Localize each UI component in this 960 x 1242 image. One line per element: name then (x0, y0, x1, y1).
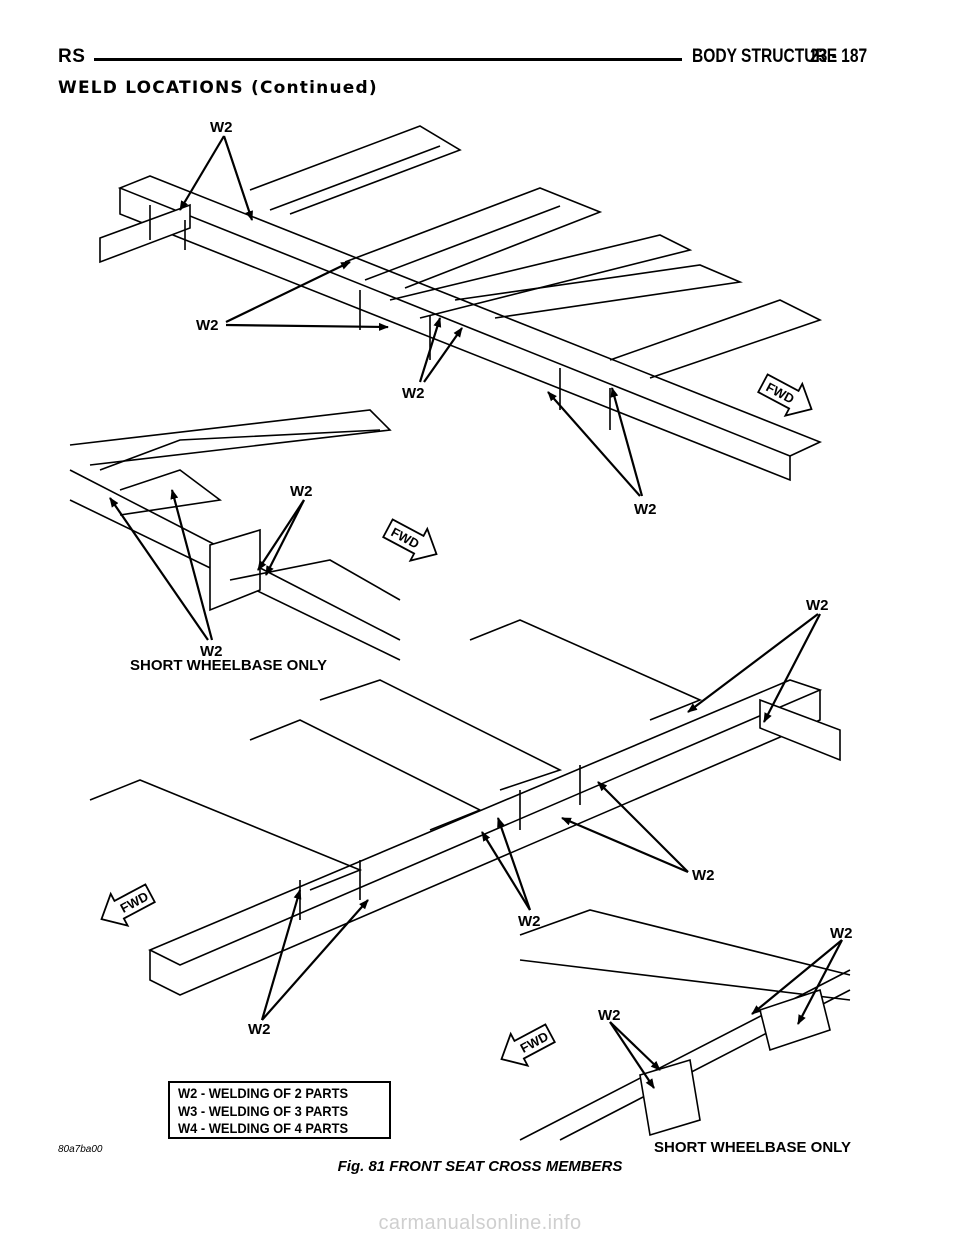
frame-drawing-bottom (89, 619, 841, 996)
callout-w2: W2 (830, 925, 853, 942)
fwd-arrow-2: FWD (382, 518, 438, 562)
callout-w2: W2 (248, 1021, 271, 1038)
header-page-number: 23 - 187 (810, 46, 868, 67)
callout-w2: W2 (692, 867, 715, 884)
fwd-arrow-3: FWD (100, 883, 156, 927)
frame-drawing-top (99, 125, 823, 482)
callout-w2: W2 (598, 1007, 621, 1024)
callout-w2: W2 (290, 483, 313, 500)
callout-w2: W2 (200, 643, 223, 660)
section-title: WELD LOCATIONS (Continued) (58, 78, 378, 98)
legend-line-w4: W4 - WELDING OF 4 PARTS (178, 1120, 349, 1136)
fwd-arrow-4: FWD (500, 1023, 556, 1067)
figure-caption: Fig. 81 FRONT SEAT CROSS MEMBERS (337, 1158, 623, 1175)
weld-callout-arrows (109, 135, 843, 1089)
header-section-code: RS (58, 46, 86, 67)
callout-w2: W2 (518, 913, 541, 930)
callout-w2: W2 (806, 597, 829, 614)
callout-w2: W2 (196, 317, 219, 334)
weld-legend: W2 - WELDING OF 2 PARTS W3 - WELDING OF … (168, 1081, 391, 1139)
figure-id: 80a7ba00 (58, 1144, 103, 1155)
page-header: RS BODY STRUCTURE 23 - 187 (58, 46, 878, 70)
watermark: carmanualsonline.info (378, 1212, 582, 1234)
weld-callout-labels: W2 W2 W2 W2 W2 W2 W2 W2 W2 W2 W2 W2 SHOR… (130, 119, 853, 1156)
frame-drawing-bottom-right (519, 909, 851, 1141)
short-wheelbase-label-2: SHORT WHEELBASE ONLY (654, 1139, 851, 1156)
header-rule (94, 58, 682, 61)
short-wheelbase-label-1: SHORT WHEELBASE ONLY (130, 657, 327, 674)
frame-drawing-middle (69, 409, 401, 661)
fwd-arrow-1: FWD (757, 373, 813, 417)
callout-w2: W2 (210, 119, 233, 136)
callout-w2: W2 (402, 385, 425, 402)
callout-w2: W2 (634, 501, 657, 518)
legend-line-w2: W2 - WELDING OF 2 PARTS (178, 1085, 349, 1101)
legend-line-w3: W3 - WELDING OF 3 PARTS (178, 1102, 349, 1119)
header-title: BODY STRUCTURE (692, 46, 838, 67)
